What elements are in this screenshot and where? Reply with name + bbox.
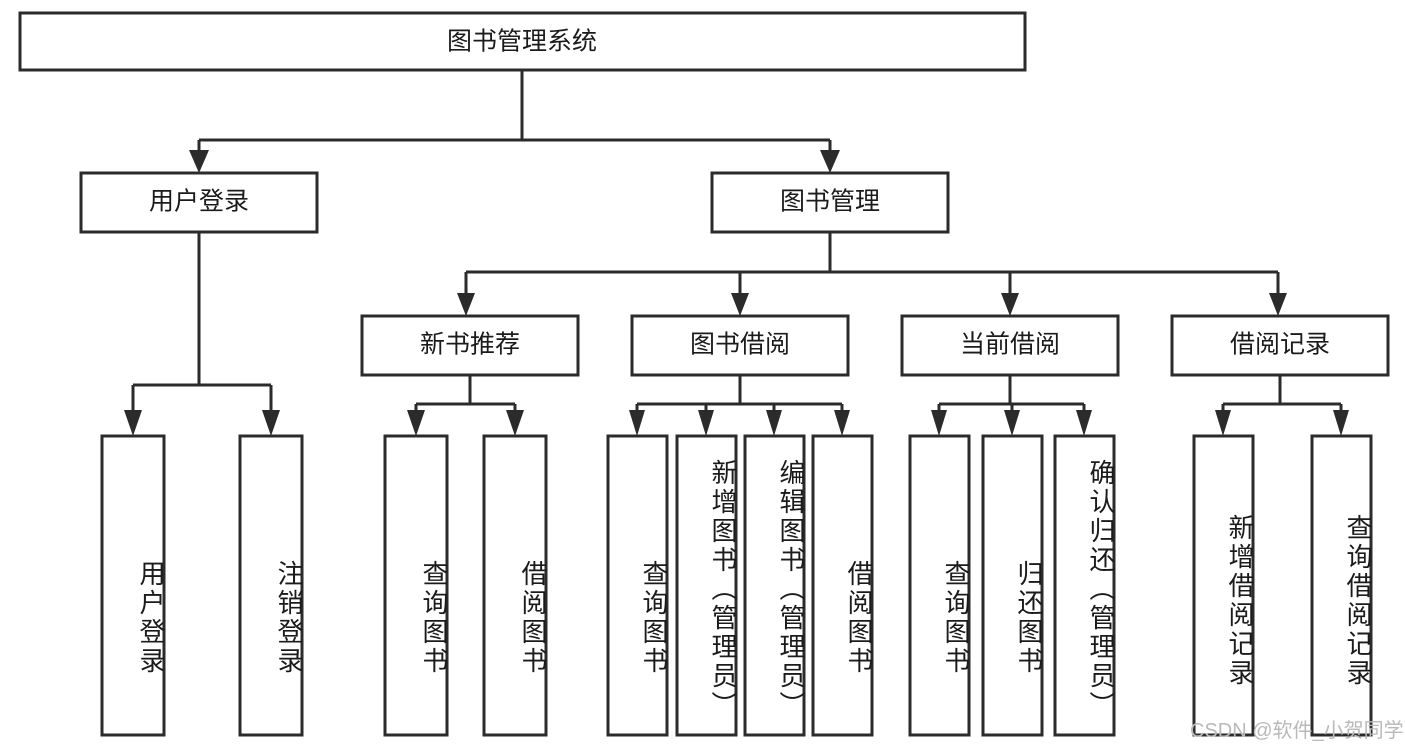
node-book-borrow-label: 图书借阅: [690, 331, 790, 359]
arrow-head-leaf-add-record: [1215, 410, 1231, 436]
leaf-boxes: [100, 434, 1373, 737]
arrow-head-leaf-query-book-1: [407, 410, 425, 436]
node-leaf-confirm-return-box[interactable]: [1053, 434, 1116, 737]
node-root[interactable]: 图书管理系统: [18, 11, 1027, 72]
arrow-head-new-book-rec: [457, 293, 475, 316]
node-leaf-query-record-box[interactable]: [1310, 434, 1373, 737]
arrow-head-leaf-query-book-3: [931, 410, 947, 436]
arrow-head-leaf-user-logout: [262, 410, 280, 436]
arrow-head-user-login: [189, 150, 209, 173]
node-book-manage-label: 图书管理: [780, 188, 880, 216]
node-book-manage-box[interactable]: [710, 171, 950, 234]
arrow-head-leaf-confirm-return: [1076, 410, 1092, 436]
csdn-watermark: CSDN @软件_小贺同学: [1190, 720, 1404, 742]
arrow-head-book-borrow: [731, 293, 749, 316]
node-borrow-record-label: 借阅记录: [1230, 331, 1330, 359]
node-new-book-rec[interactable]: 新书推荐: [360, 314, 580, 377]
arrow-head-leaf-edit-book: [766, 410, 782, 436]
node-leaf-edit-book-box[interactable]: [743, 434, 806, 737]
node-user-login-box[interactable]: [79, 171, 319, 234]
node-leaf-query-book-2-box[interactable]: [606, 434, 669, 737]
node-borrow-record[interactable]: 借阅记录: [1170, 314, 1390, 377]
node-leaf-add-record-box[interactable]: [1192, 434, 1255, 737]
node-leaf-return-book-box[interactable]: [981, 434, 1044, 737]
node-leaf-query-book-3-box[interactable]: [908, 434, 971, 737]
node-borrow-record-box[interactable]: [1170, 314, 1390, 377]
arrow-head-borrow-record: [1269, 293, 1287, 316]
arrow-head-leaf-user-login: [124, 410, 142, 436]
node-user-login[interactable]: 用户登录: [79, 171, 319, 234]
arrow-head-current-borrow: [1001, 293, 1019, 316]
node-root-label: 图书管理系统: [447, 28, 597, 56]
node-current-borrow-label: 当前借阅: [960, 331, 1060, 359]
arrow-head-leaf-borrow-book-1: [506, 410, 524, 436]
node-leaf-query-book-1-box[interactable]: [383, 434, 449, 737]
node-leaf-user-login-box[interactable]: [100, 434, 166, 737]
node-new-book-rec-box[interactable]: [360, 314, 580, 377]
arrow-head-leaf-query-book-2: [629, 410, 645, 436]
node-current-borrow[interactable]: 当前借阅: [900, 314, 1120, 377]
node-leaf-add-book-box[interactable]: [675, 434, 738, 737]
connectors: [124, 70, 1349, 436]
node-book-borrow[interactable]: 图书借阅: [630, 314, 850, 377]
node-user-login-label: 用户登录: [149, 188, 249, 216]
node-current-borrow-box[interactable]: [900, 314, 1120, 377]
node-leaf-borrow-book-1-box[interactable]: [482, 434, 548, 737]
node-root-box[interactable]: [18, 11, 1027, 72]
arrow-head-leaf-return-book: [1004, 410, 1020, 436]
node-leaf-borrow-book-2-box[interactable]: [811, 434, 874, 737]
arrow-head-leaf-add-book: [698, 410, 714, 436]
arrow-head-book-manage: [820, 150, 840, 173]
arrow-head-leaf-query-record: [1333, 410, 1349, 436]
node-leaf-user-logout-box[interactable]: [238, 434, 304, 737]
node-new-book-rec-label: 新书推荐: [420, 331, 520, 359]
arrow-head-leaf-borrow-book-2: [834, 410, 850, 436]
node-book-borrow-box[interactable]: [630, 314, 850, 377]
node-book-manage[interactable]: 图书管理: [710, 171, 950, 234]
